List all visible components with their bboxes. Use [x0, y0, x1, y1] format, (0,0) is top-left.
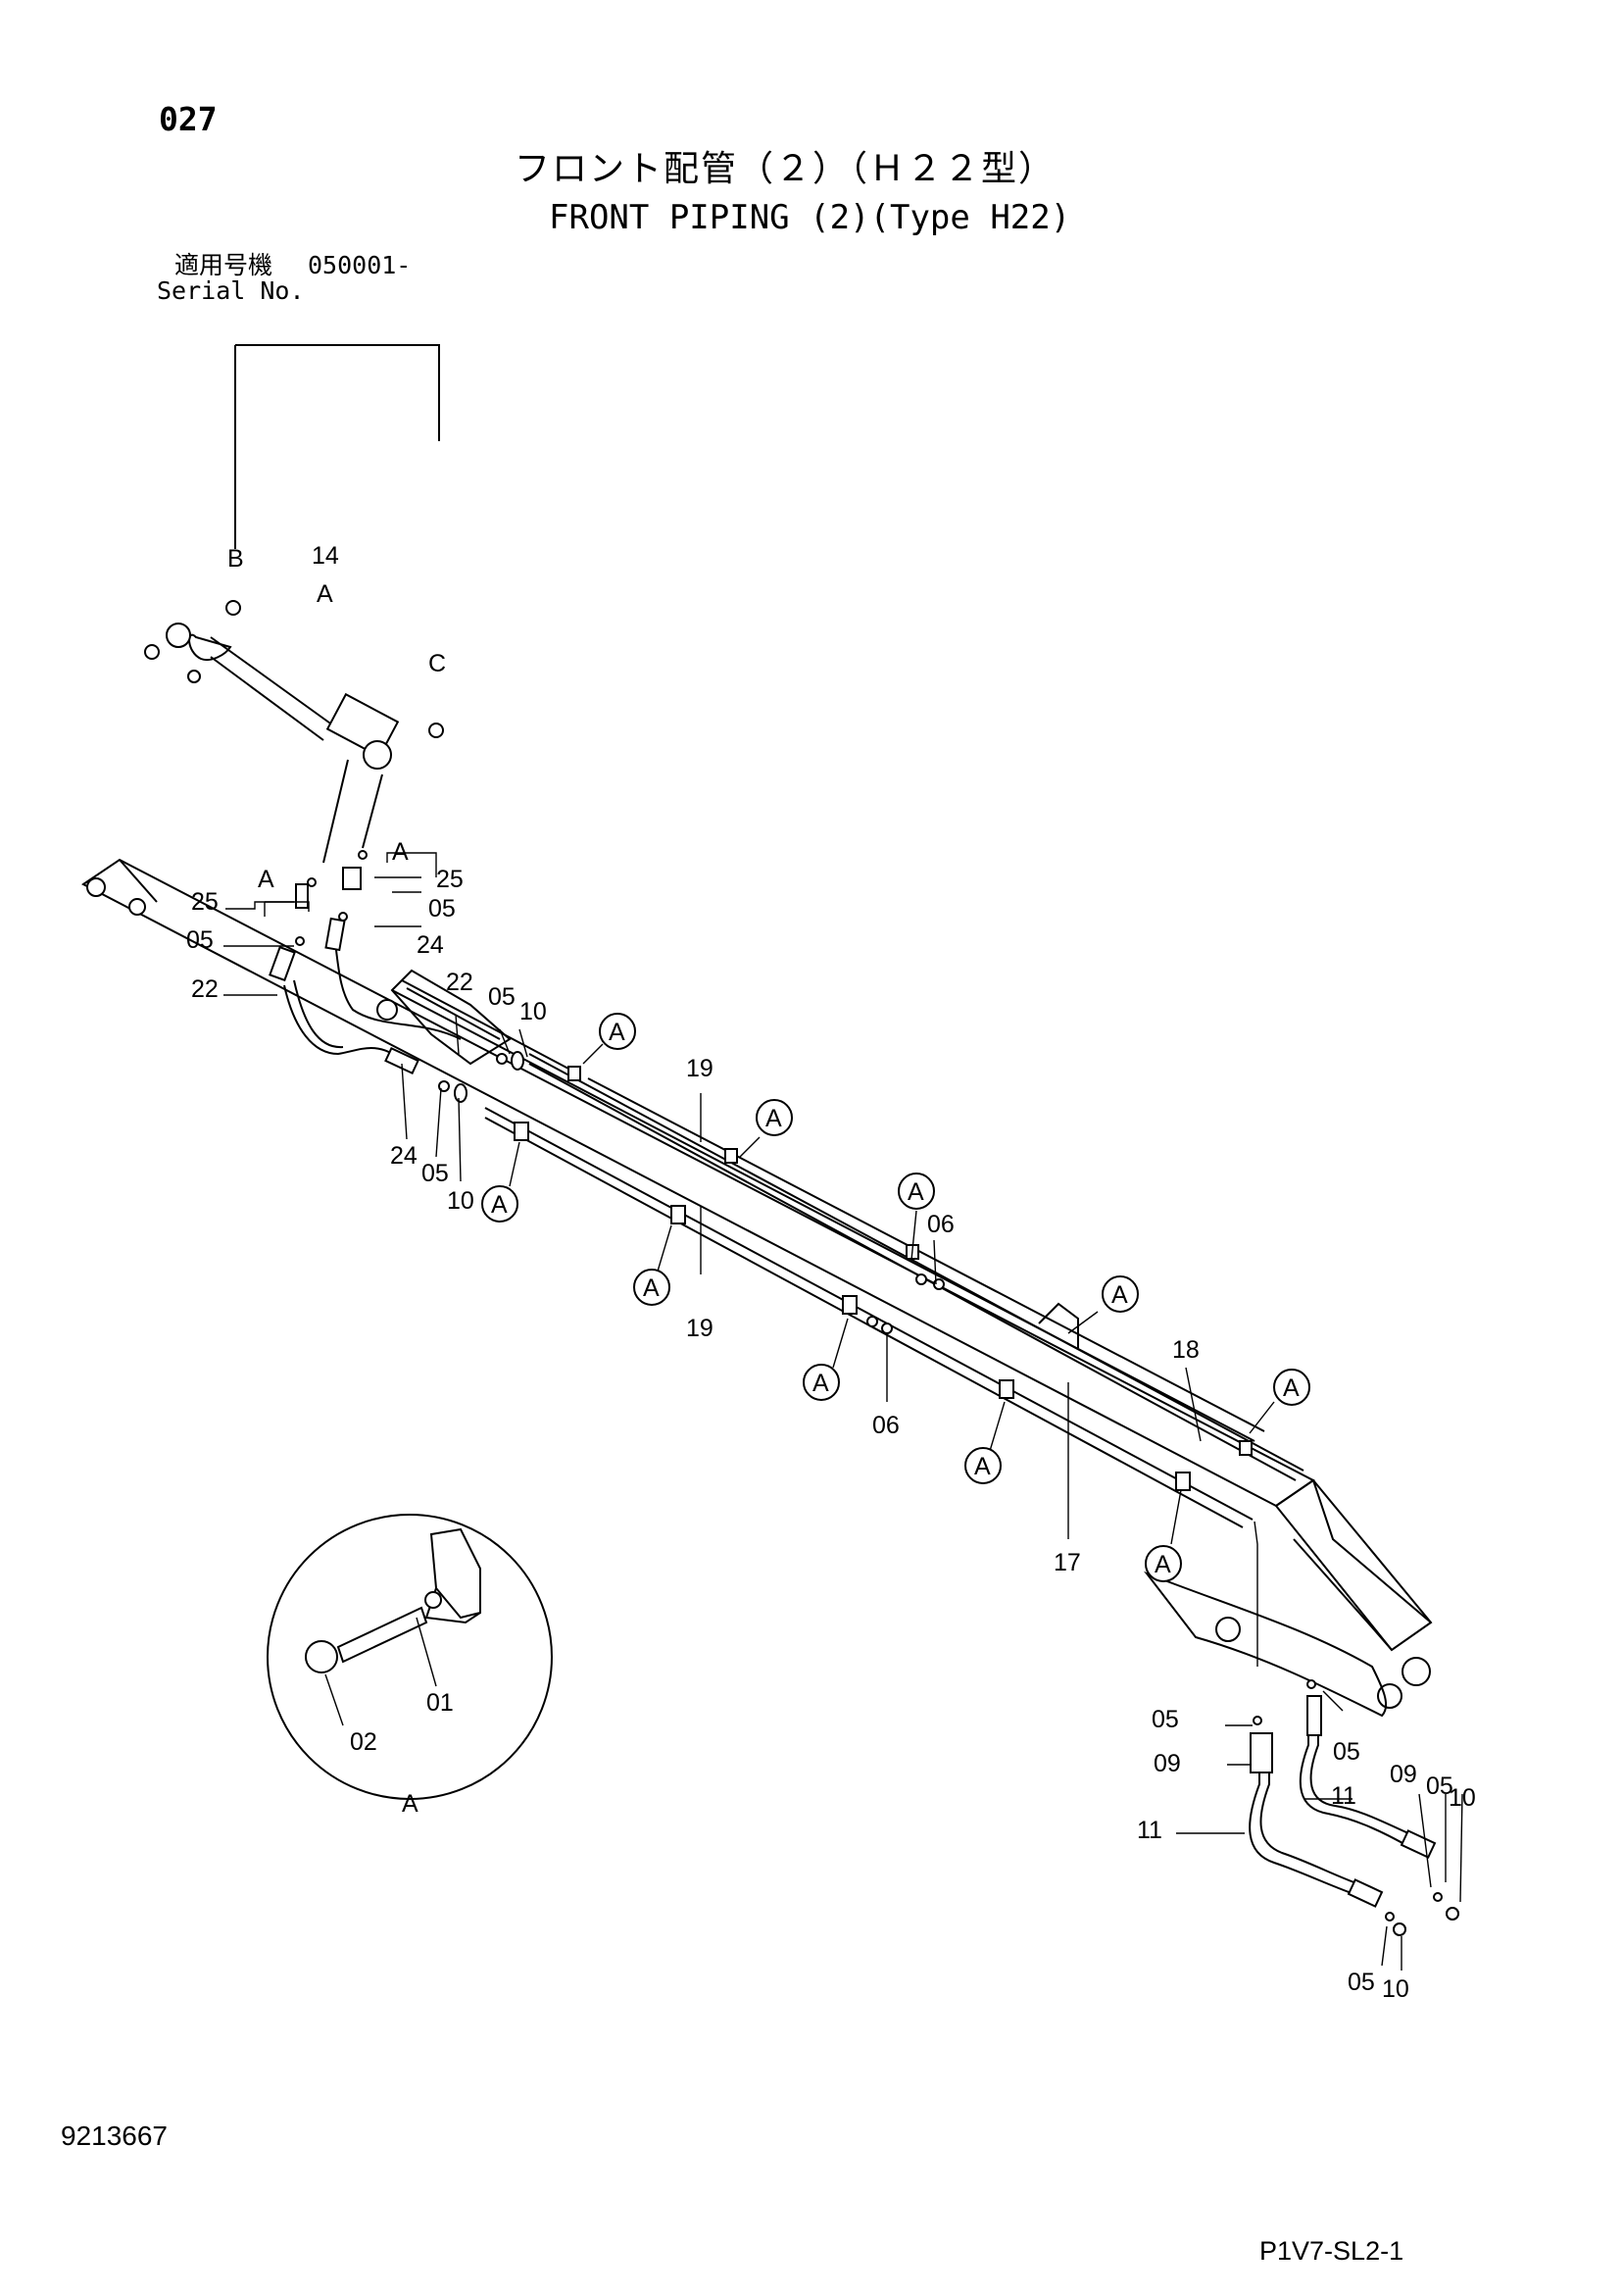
- page-title-japanese: フロント配管（２）（Ｈ２２型）: [515, 149, 1057, 189]
- part-10-label: 10: [519, 998, 547, 1025]
- svg-text:A: A: [812, 1370, 829, 1397]
- svg-text:A: A: [765, 1105, 782, 1132]
- serial-label-english: Serial No.: [157, 276, 305, 305]
- svg-text:A: A: [609, 1019, 625, 1046]
- part-10-label: 10: [1449, 1784, 1476, 1812]
- page-number: 027: [159, 100, 218, 138]
- part-25-label: 25: [436, 866, 464, 893]
- detail-ref-bubble: A: [964, 1447, 1002, 1484]
- detail-ref-bubble: A: [1102, 1275, 1139, 1313]
- detail-ref-bubble: A: [898, 1173, 935, 1210]
- letter-b-label: B: [227, 545, 244, 573]
- part-06-label: 06: [927, 1211, 955, 1238]
- part-05-label: 05: [428, 895, 456, 923]
- svg-text:A: A: [1283, 1374, 1300, 1402]
- leader-lines: [223, 852, 1463, 1971]
- part-09-label: 09: [1154, 1750, 1181, 1777]
- part-24-label: 24: [417, 931, 444, 959]
- serial-label-japanese: 適用号機: [174, 251, 273, 279]
- boom-cylinder: [144, 344, 444, 864]
- part-06-label: 06: [872, 1412, 900, 1439]
- part-22-label: 22: [191, 975, 219, 1003]
- svg-text:A: A: [491, 1191, 508, 1219]
- part-19-label: 19: [686, 1055, 713, 1082]
- part-05-label: 05: [488, 983, 516, 1011]
- svg-text:A: A: [974, 1453, 991, 1480]
- detail-ref-bubble: A: [1145, 1545, 1182, 1582]
- detail-view-label: A: [402, 1790, 418, 1818]
- part-02-label: 02: [350, 1728, 377, 1756]
- part-05-label: 05: [1152, 1706, 1179, 1733]
- boom-arm: [81, 858, 1433, 1718]
- detail-ref-bubble: A: [481, 1185, 518, 1223]
- detail-reference-bubbles: A A A A A A A A A A: [481, 1013, 1310, 1582]
- part-11-label: 11: [1137, 1817, 1162, 1844]
- part-05-label: 05: [186, 926, 214, 954]
- part-10-label: 10: [1382, 1975, 1409, 2003]
- part-14-label: 14: [312, 542, 339, 570]
- detail-ref-bubble: A: [803, 1364, 840, 1401]
- fittings: [295, 850, 1459, 1936]
- part-05-label: 05: [421, 1160, 449, 1187]
- part-05-label: 05: [1333, 1738, 1360, 1766]
- detail-ref-bubble: A: [633, 1269, 670, 1306]
- svg-text:A: A: [1111, 1281, 1128, 1309]
- part-09-label: 09: [1390, 1761, 1417, 1788]
- part-25-label: 25: [191, 888, 219, 916]
- page-title-english: FRONT PIPING (2)(Type H22): [549, 198, 1071, 237]
- callout-labels: B 14 A C A A 25 25 05 05 24 22 22 05 10 …: [186, 542, 1476, 2003]
- part-24-label: 24: [390, 1142, 418, 1170]
- pipe-lines: [269, 917, 1437, 1908]
- part-17-label: 17: [1054, 1549, 1081, 1576]
- ref-a-label: A: [317, 580, 333, 608]
- part-10-label: 10: [447, 1187, 474, 1215]
- detail-ref-bubble: A: [599, 1013, 636, 1050]
- serial-number-value: 050001-: [308, 251, 412, 279]
- detail-ref-bubble: A: [756, 1099, 793, 1136]
- detail-ref-bubble: A: [1273, 1369, 1310, 1406]
- ref-a-label: A: [258, 866, 274, 893]
- ref-a-label: A: [392, 838, 409, 866]
- part-05-label: 05: [1348, 1969, 1375, 1996]
- part-22-label: 22: [446, 969, 473, 996]
- part-11-label: 11: [1331, 1782, 1356, 1810]
- part-18-label: 18: [1172, 1336, 1200, 1364]
- part-01-label: 01: [426, 1689, 454, 1717]
- part-19-label: 19: [686, 1315, 713, 1342]
- svg-text:A: A: [908, 1178, 924, 1206]
- letter-c-label: C: [428, 650, 446, 677]
- document-number: 9213667: [61, 2121, 169, 2151]
- svg-text:A: A: [1155, 1551, 1171, 1578]
- detail-view-a: [267, 1514, 553, 1800]
- sheet-code: P1V7-SL2-1: [1259, 2236, 1404, 2266]
- pipe-clamps: [514, 1066, 1253, 1491]
- svg-text:A: A: [643, 1274, 660, 1302]
- part-05-label: 05: [1426, 1772, 1453, 1800]
